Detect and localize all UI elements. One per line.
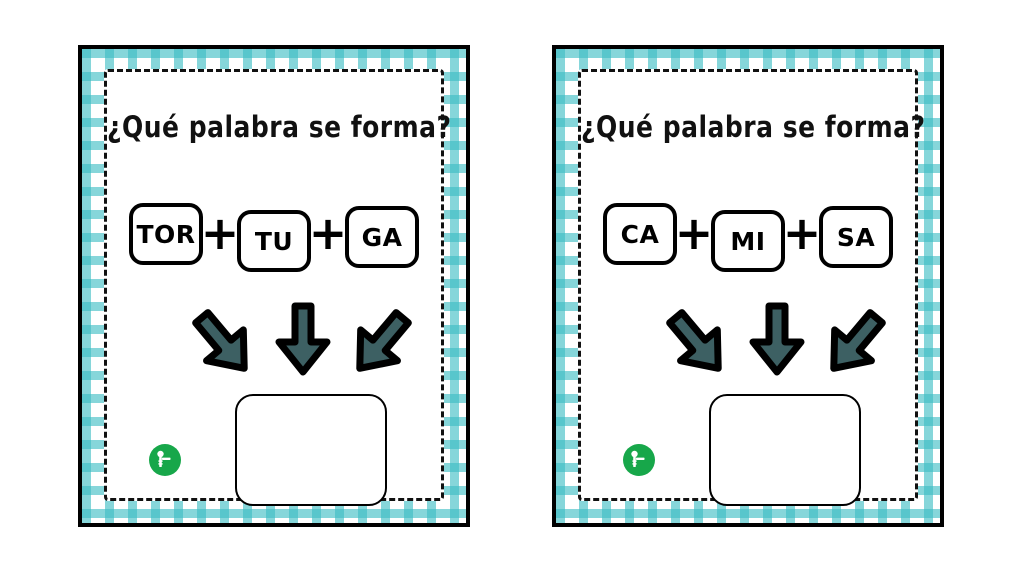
syllable-text-3: SA bbox=[836, 222, 876, 252]
activity-card-1: ¿Qué palabra se forma? TOR + TU + GA bbox=[78, 45, 470, 527]
arrow-group bbox=[581, 302, 915, 392]
answer-box[interactable] bbox=[709, 394, 861, 506]
arrow-down-right-icon bbox=[652, 297, 742, 390]
syllable-box-1[interactable]: TOR bbox=[129, 203, 203, 265]
syllable-slot-2: TU bbox=[237, 210, 311, 272]
arrow-down-icon bbox=[749, 302, 805, 376]
card-title: ¿Qué palabra se forma? bbox=[107, 110, 452, 145]
answer-box[interactable] bbox=[235, 394, 387, 506]
card-title: ¿Qué palabra se forma? bbox=[581, 110, 926, 145]
syllable-box-2[interactable]: MI bbox=[711, 210, 785, 272]
activity-card-2: ¿Qué palabra se forma? CA + MI + SA bbox=[552, 45, 944, 527]
syllable-box-2[interactable]: TU bbox=[237, 210, 311, 272]
brand-logo-badge-icon bbox=[623, 444, 655, 476]
card-inner-dashed-field: ¿Qué palabra se forma? TOR + TU + GA bbox=[104, 69, 452, 506]
syllable-slot-3: SA bbox=[819, 206, 893, 268]
syllable-text-2: TU bbox=[254, 226, 294, 256]
syllable-text-2: MI bbox=[730, 226, 766, 256]
syllable-row: CA + MI + SA bbox=[597, 196, 899, 272]
arrow-down-icon bbox=[275, 302, 331, 376]
syllable-text-1: TOR bbox=[136, 219, 196, 249]
syllable-text-1: CA bbox=[620, 219, 660, 249]
syllable-slot-3: GA bbox=[345, 206, 419, 268]
syllable-box-1[interactable]: CA bbox=[603, 203, 677, 265]
arrow-group bbox=[107, 302, 441, 392]
syllable-slot-1: TOR bbox=[129, 203, 203, 265]
plus-operator-1: + bbox=[200, 207, 240, 261]
syllable-slot-2: MI bbox=[711, 210, 785, 272]
syllable-row: TOR + TU + GA bbox=[123, 196, 425, 272]
plus-operator-2: + bbox=[308, 207, 348, 261]
syllable-box-3[interactable]: SA bbox=[819, 206, 893, 268]
plus-operator-2: + bbox=[782, 207, 822, 261]
syllable-text-3: GA bbox=[361, 222, 403, 252]
arrow-down-left-icon bbox=[810, 297, 900, 390]
arrow-down-right-icon bbox=[178, 297, 268, 390]
syllable-box-3[interactable]: GA bbox=[345, 206, 419, 268]
card-inner-dashed-field: ¿Qué palabra se forma? CA + MI + SA bbox=[578, 69, 926, 506]
arrow-down-left-icon bbox=[336, 297, 426, 390]
syllable-slot-1: CA bbox=[603, 203, 677, 265]
plus-operator-1: + bbox=[674, 207, 714, 261]
brand-logo-badge-icon bbox=[149, 444, 181, 476]
